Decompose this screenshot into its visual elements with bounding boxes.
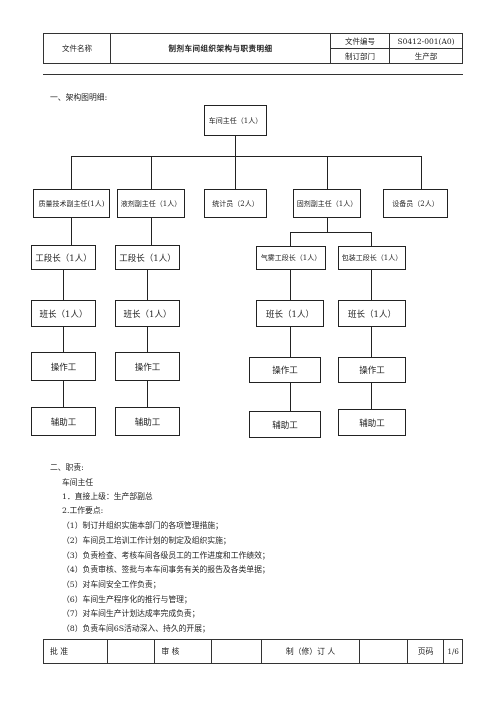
- org-box-solid-deputy: 固剂副主任（1人）: [293, 189, 361, 218]
- duty-item: （4）负责审核、签批与本车间事务有关的报告及各类单据；: [62, 565, 270, 574]
- section2-heading: 二、职责:: [50, 463, 84, 472]
- connector-b2: [371, 232, 372, 246]
- connector-l2-1: [71, 156, 72, 189]
- duty-item: （2）车间员工培训工作计划的制定及组织实施；: [62, 536, 231, 545]
- connector-b-stem: [327, 218, 328, 232]
- org-box-team-lead-3: 班长（1人）: [256, 300, 324, 327]
- connector-c2: [147, 270, 148, 300]
- org-box-operator-2: 操作工: [115, 352, 180, 381]
- revise-value: [359, 639, 408, 664]
- connector-d2: [147, 327, 148, 352]
- connector-l2-4: [327, 156, 328, 189]
- connector-e4: [371, 383, 372, 409]
- header-table: 文件名称 制剂车间组织架构与职责明细 文件编号 S0412-001(A0) 制订…: [43, 33, 463, 64]
- duty-item: （7）对车间生产计划达成率完成负责；: [62, 609, 200, 618]
- footer-table: 批 准 审 核 制（修）订 人 页码 1/6: [43, 639, 463, 664]
- approve-label: 批 准: [43, 639, 108, 664]
- connector-l2-2: [151, 156, 152, 189]
- duty-item: （6）车间生产程序化的推行与管理；: [62, 595, 192, 604]
- org-box-quality-deputy: 质量技术副主任(1人): [33, 189, 110, 218]
- review-value: [211, 639, 262, 664]
- connector-e2: [147, 381, 148, 407]
- doc-number-label: 文件编号: [330, 33, 390, 49]
- org-box-equipment: 设备员（2人）: [383, 189, 448, 218]
- connector-c4: [371, 270, 372, 300]
- duty-item: （8）负责车间6S活动深入、持久的开展；: [62, 624, 210, 633]
- connector-l2-5: [421, 156, 422, 189]
- connector-a1: [71, 218, 72, 245]
- duty-item: （3）负责检查、考核车间各级员工的工作进度和工作绩效；: [62, 551, 270, 560]
- duty-item: （1）制订并组织实施本部门的各项管理措施；: [62, 521, 223, 530]
- section1-heading: 一、架构图明细:: [50, 93, 108, 102]
- connector-c3: [290, 270, 291, 300]
- org-box-liquid-deputy: 液剂副主任（1人）: [117, 189, 185, 218]
- connector-bus: [71, 156, 421, 157]
- org-box-statistician: 统计员（2人）: [204, 189, 267, 218]
- connector-root: [235, 135, 236, 156]
- org-box-root: 车间主任（1人）: [204, 105, 267, 136]
- org-box-aerosol-lead: 气雾工段长（1人）: [256, 246, 326, 270]
- connector-a2: [151, 218, 152, 245]
- doc-number-value: S0412-001(A0): [389, 33, 463, 49]
- org-box-operator-4: 操作工: [338, 357, 406, 383]
- page-label: 页码: [406, 639, 445, 664]
- org-box-team-lead-1: 班长（1人）: [31, 300, 96, 327]
- connector-c1: [63, 270, 64, 300]
- org-box-assistant-2: 辅助工: [115, 407, 180, 436]
- connector-l2-3: [235, 156, 236, 189]
- connector-e3: [290, 383, 291, 411]
- org-box-section-lead-1: 工段长（1人）: [31, 245, 96, 270]
- connector-b1: [290, 232, 291, 246]
- org-box-operator-1: 操作工: [31, 352, 96, 381]
- file-name-label: 文件名称: [43, 33, 111, 64]
- connector-e1: [63, 381, 64, 407]
- document-title: 制剂车间组织架构与职责明细: [110, 33, 331, 64]
- org-box-team-lead-2: 班长（1人）: [115, 300, 180, 327]
- dept-label: 制订部门: [330, 48, 390, 64]
- review-label: 审 核: [154, 639, 213, 664]
- org-box-section-lead-2: 工段长（1人）: [115, 245, 180, 270]
- connector-d4: [371, 327, 372, 357]
- role-title: 车间主任: [62, 478, 94, 487]
- connector-d1: [63, 327, 64, 352]
- approve-value: [106, 639, 156, 664]
- org-box-team-lead-4: 班长（1人）: [338, 300, 406, 327]
- org-box-packaging-lead: 包装工段长（1人）: [338, 246, 406, 270]
- dept-value: 生产部: [389, 48, 463, 64]
- duty-item: （5）对车间安全工作负责；: [62, 580, 161, 589]
- revise-label: 制（修）订 人: [260, 639, 361, 664]
- points-heading: 2.工作要点:: [62, 506, 104, 515]
- header-rule: [43, 74, 463, 75]
- org-box-assistant-1: 辅助工: [31, 407, 96, 436]
- page-value: 1/6: [443, 639, 463, 664]
- org-box-operator-3: 操作工: [249, 357, 321, 383]
- connector-d3: [290, 327, 291, 357]
- org-box-assistant-3: 辅助工: [249, 411, 321, 438]
- report-to: 1．直接上级：生产部副总: [62, 492, 153, 501]
- connector-b-bus: [290, 232, 371, 233]
- org-box-assistant-4: 辅助工: [338, 409, 406, 436]
